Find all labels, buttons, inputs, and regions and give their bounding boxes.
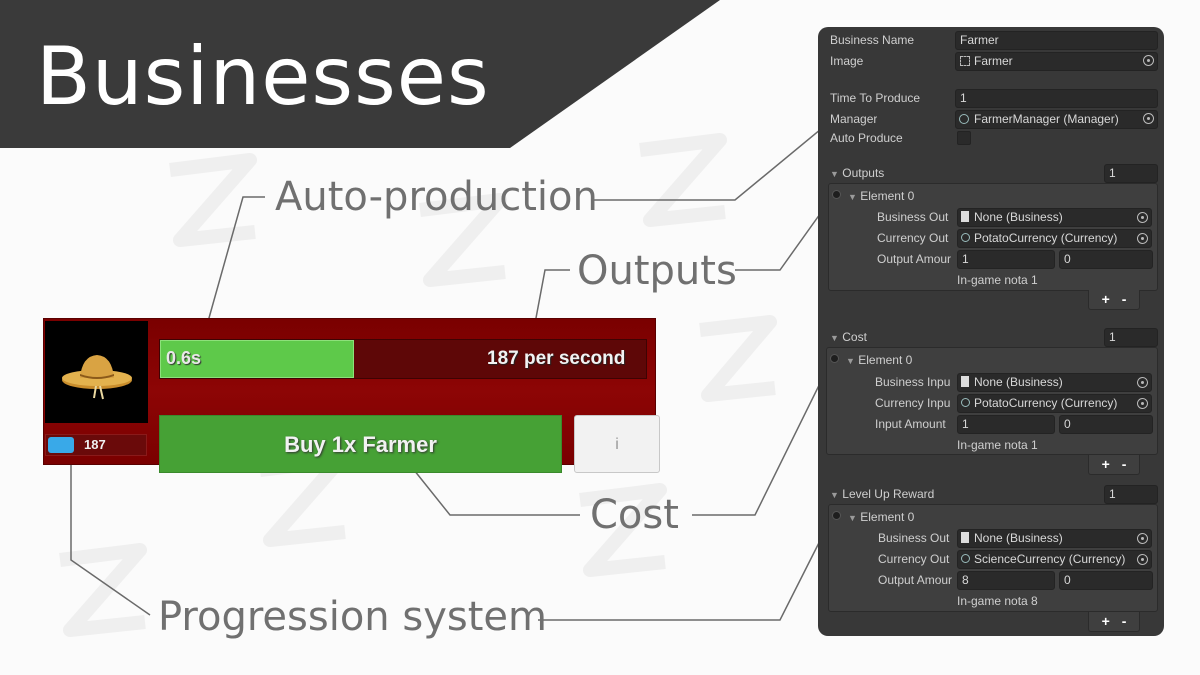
script-icon: [959, 114, 969, 124]
business-name-label: Business Name: [830, 33, 915, 47]
cost-note: In-game nota 1: [957, 438, 1038, 452]
cost-add-remove[interactable]: + -: [1088, 455, 1140, 475]
drag-handle-icon[interactable]: [832, 190, 841, 199]
input-amount-label: Input Amount: [875, 417, 946, 431]
object-picker-icon[interactable]: [1143, 55, 1154, 66]
output-amount-input-2[interactable]: 0: [1059, 250, 1153, 269]
foldout-arrow-icon: ▼: [846, 356, 855, 366]
level-up-reward-header[interactable]: ▼ Level Up Reward: [830, 487, 935, 501]
cost-header[interactable]: ▼ Cost: [830, 330, 867, 344]
auto-produce-label: Auto Produce: [830, 131, 903, 145]
reward-business-output-field[interactable]: None (Business): [957, 529, 1152, 548]
output-amount-input[interactable]: 1: [957, 250, 1055, 269]
page-title: Businesses: [36, 30, 490, 123]
currency-input-label: Currency Inpu: [875, 396, 951, 410]
production-rate: 187 per second: [487, 348, 626, 369]
auto-produce-checkbox[interactable]: [957, 131, 971, 145]
currency-input-field[interactable]: PotatoCurrency (Currency): [957, 394, 1152, 413]
production-time: 0.6s: [166, 348, 202, 368]
input-amount-input[interactable]: 1: [957, 415, 1055, 434]
manager-field[interactable]: FarmerManager (Manager): [955, 110, 1158, 129]
business-output-field[interactable]: None (Business): [957, 208, 1152, 227]
image-label: Image: [830, 54, 864, 68]
callout-progression-system: Progression system: [158, 594, 547, 640]
business-name-input[interactable]: Farmer: [955, 31, 1158, 50]
callout-cost: Cost: [590, 492, 679, 538]
foldout-arrow-icon: ▼: [830, 333, 839, 343]
script-icon: [961, 398, 970, 407]
output-note: In-game nota 1: [957, 273, 1038, 287]
callout-auto-production: Auto-production: [275, 174, 598, 220]
time-to-produce-label: Time To Produce: [830, 91, 921, 105]
cost-count-input[interactable]: 1: [1104, 328, 1158, 347]
reward-output-amount-input[interactable]: 8: [957, 571, 1055, 590]
foldout-arrow-icon: ▼: [848, 192, 857, 202]
drag-handle-icon[interactable]: [830, 354, 839, 363]
business-input-field[interactable]: None (Business): [957, 373, 1152, 392]
object-picker-icon[interactable]: [1137, 554, 1148, 565]
manager-label: Manager: [830, 112, 878, 126]
foldout-arrow-icon: ▼: [830, 169, 839, 179]
object-picker-icon[interactable]: [1137, 212, 1148, 223]
reward-currency-output-field[interactable]: ScienceCurrency (Currency): [957, 550, 1152, 569]
object-picker-icon[interactable]: [1137, 533, 1148, 544]
reward-currency-output-label: Currency Out: [878, 552, 950, 566]
sprite-icon: [960, 56, 970, 66]
straw-hat-icon: [62, 355, 132, 400]
document-icon: [961, 211, 969, 222]
buy-button[interactable]: Buy 1x Farmer: [159, 415, 562, 473]
currency-output-field[interactable]: PotatoCurrency (Currency): [957, 229, 1152, 248]
object-picker-icon[interactable]: [1137, 233, 1148, 244]
production-progress-fill: [160, 340, 354, 378]
outputs-header[interactable]: ▼ Outputs: [830, 166, 885, 180]
document-icon: [961, 532, 969, 543]
reward-output-amount-input-2[interactable]: 0: [1059, 571, 1153, 590]
info-button[interactable]: i: [574, 415, 660, 473]
drag-handle-icon[interactable]: [832, 511, 841, 520]
business-input-label: Business Inpu: [875, 375, 951, 389]
object-picker-icon[interactable]: [1137, 377, 1148, 388]
output-amount-label: Output Amour: [877, 252, 952, 266]
outputs-count-input[interactable]: 1: [1104, 164, 1158, 183]
cost-element-header[interactable]: ▼ Element 0: [846, 353, 913, 367]
script-icon: [961, 233, 970, 242]
level-toggle[interactable]: [48, 437, 74, 453]
foldout-arrow-icon: ▼: [830, 490, 839, 500]
script-icon: [961, 554, 970, 563]
time-to-produce-input[interactable]: 1: [955, 89, 1158, 108]
level-up-element-header[interactable]: ▼ Element 0: [848, 510, 915, 524]
callout-outputs: Outputs: [577, 248, 737, 294]
input-amount-input-2[interactable]: 0: [1059, 415, 1153, 434]
object-picker-icon[interactable]: [1137, 398, 1148, 409]
object-picker-icon[interactable]: [1143, 113, 1154, 124]
outputs-element-header[interactable]: ▼ Element 0: [848, 189, 915, 203]
foldout-arrow-icon: ▼: [848, 513, 857, 523]
level-up-count-input[interactable]: 1: [1104, 485, 1158, 504]
level-up-add-remove[interactable]: + -: [1088, 612, 1140, 632]
image-field[interactable]: Farmer: [955, 52, 1158, 71]
outputs-add-remove[interactable]: + -: [1088, 290, 1140, 310]
document-icon: [961, 376, 969, 387]
reward-output-amount-label: Output Amour: [878, 573, 953, 587]
currency-output-label: Currency Out: [877, 231, 949, 245]
business-output-label: Business Out: [877, 210, 949, 224]
level-value: 187: [84, 437, 106, 452]
reward-business-output-label: Business Out: [878, 531, 950, 545]
level-up-note: In-game nota 8: [957, 594, 1038, 608]
